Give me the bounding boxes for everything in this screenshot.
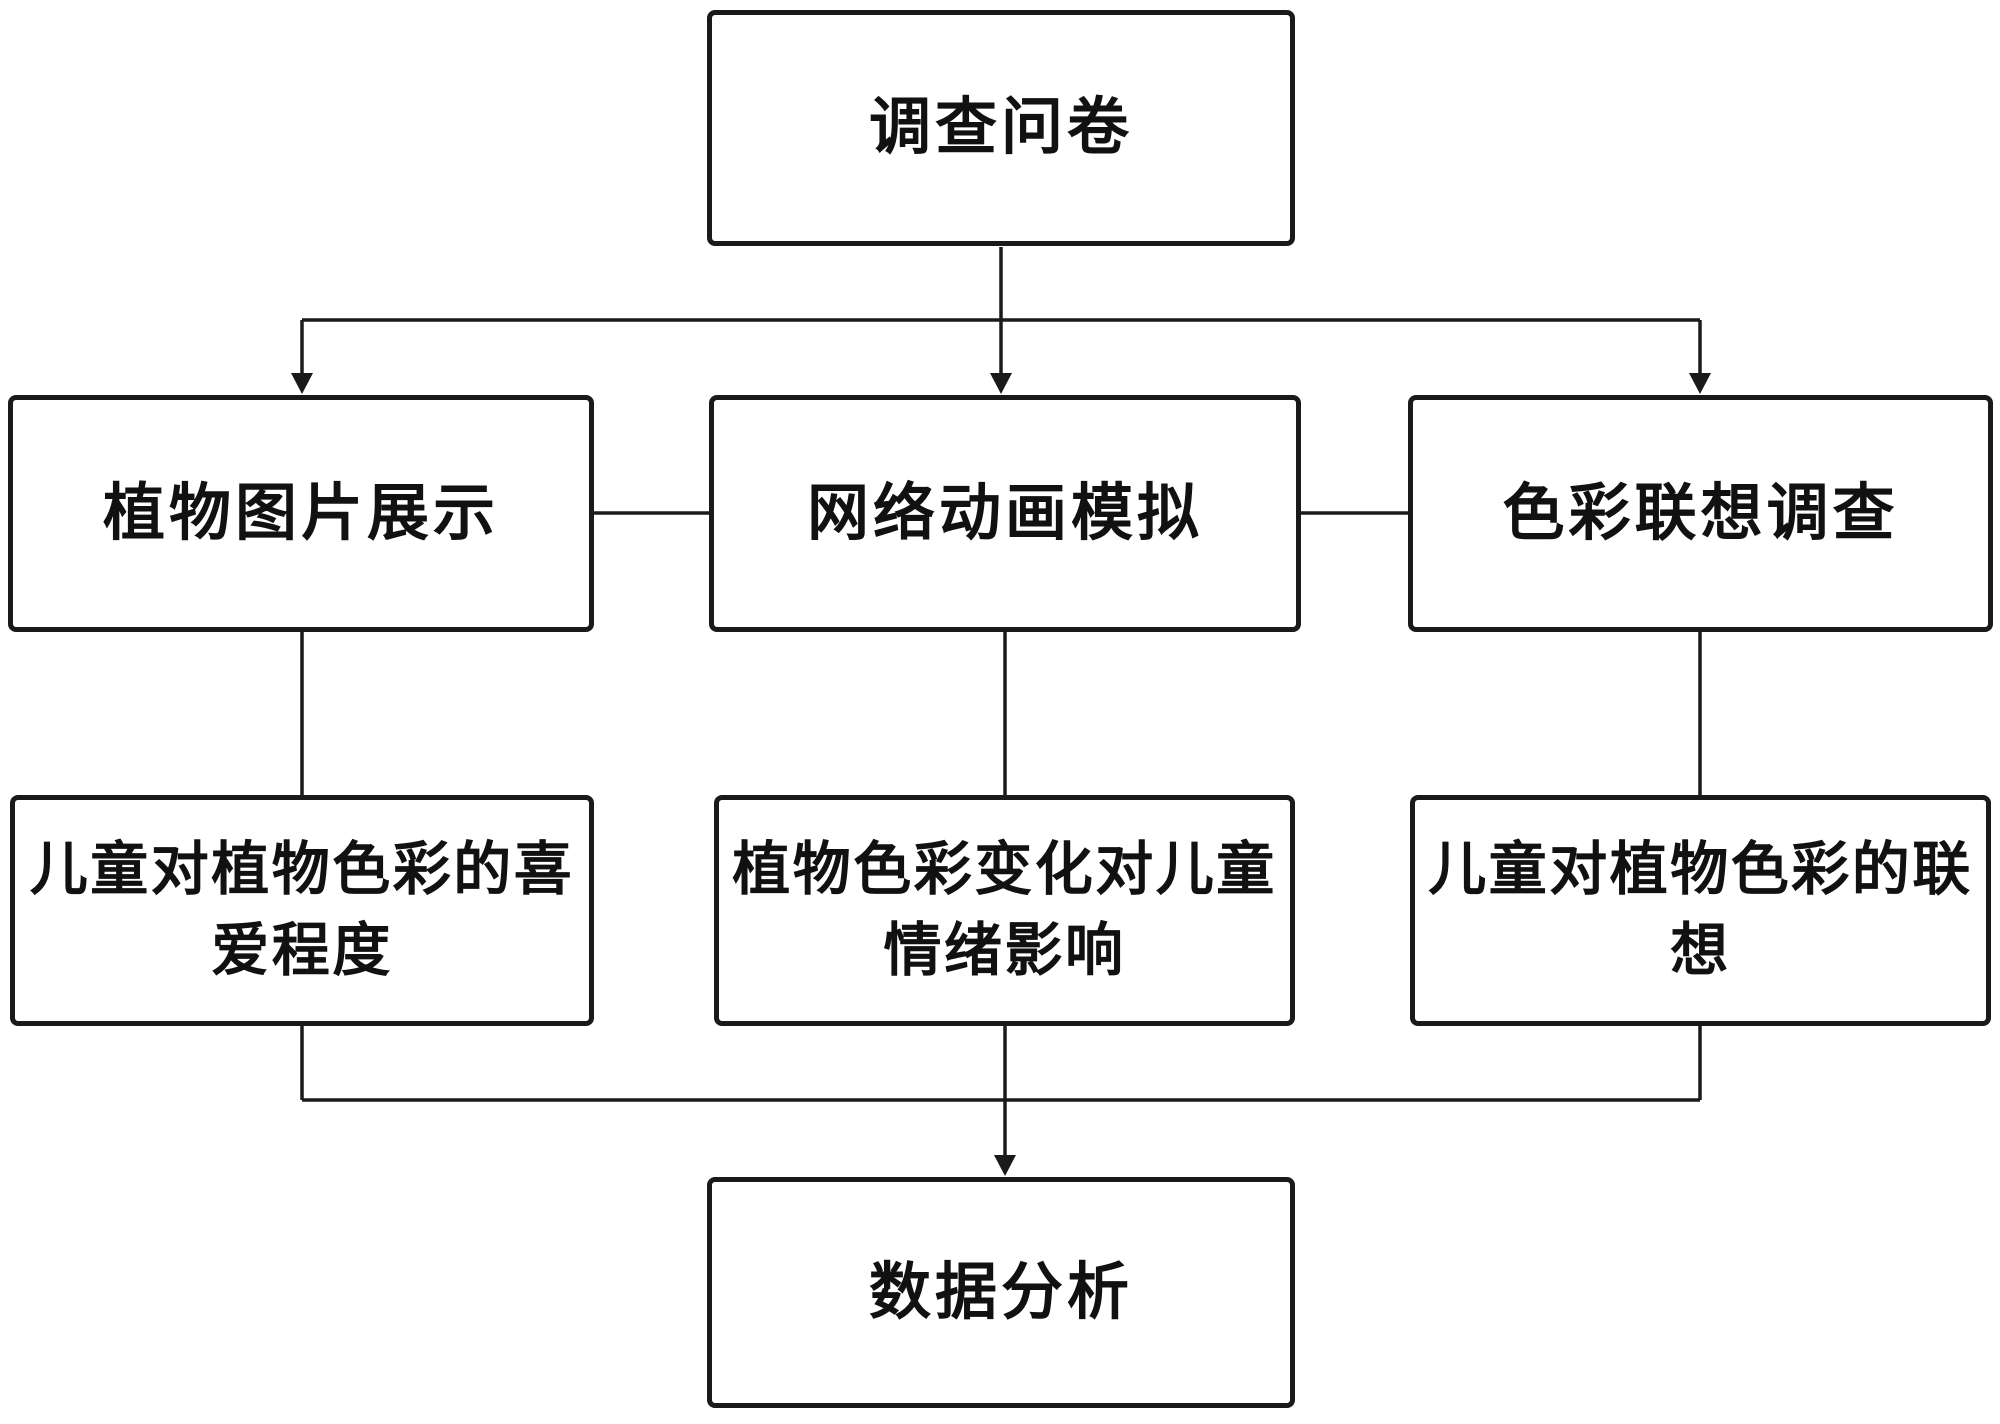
node-emotion-impact-label: 植物色彩变化对儿童情绪影响: [732, 837, 1277, 983]
arrowhead-right: [1689, 373, 1711, 394]
node-plant-picture-display: 植物图片展示: [8, 395, 594, 632]
node-color-association: 儿童对植物色彩的联想: [1410, 795, 1991, 1026]
node-color-association-survey-label: 色彩联想调查: [1502, 478, 1899, 548]
node-survey: 调查问卷: [707, 10, 1295, 246]
arrowhead-analysis: [994, 1155, 1016, 1176]
node-data-analysis: 数据分析: [707, 1177, 1295, 1408]
node-emotion-impact: 植物色彩变化对儿童情绪影响: [714, 795, 1295, 1026]
node-plant-picture-display-label: 植物图片展示: [102, 478, 499, 548]
node-color-association-survey: 色彩联想调查: [1408, 395, 1993, 632]
node-color-association-label: 儿童对植物色彩的联想: [1428, 837, 1973, 983]
arrowhead-left: [291, 373, 313, 394]
arrowhead-center: [990, 373, 1012, 394]
node-survey-label: 调查问卷: [868, 93, 1133, 163]
node-network-animation: 网络动画模拟: [709, 395, 1301, 632]
node-color-preference-label: 儿童对植物色彩的喜爱程度: [29, 837, 575, 983]
node-network-animation-label: 网络动画模拟: [806, 478, 1203, 548]
node-data-analysis-label: 数据分析: [868, 1257, 1133, 1327]
node-color-preference: 儿童对植物色彩的喜爱程度: [10, 795, 594, 1026]
